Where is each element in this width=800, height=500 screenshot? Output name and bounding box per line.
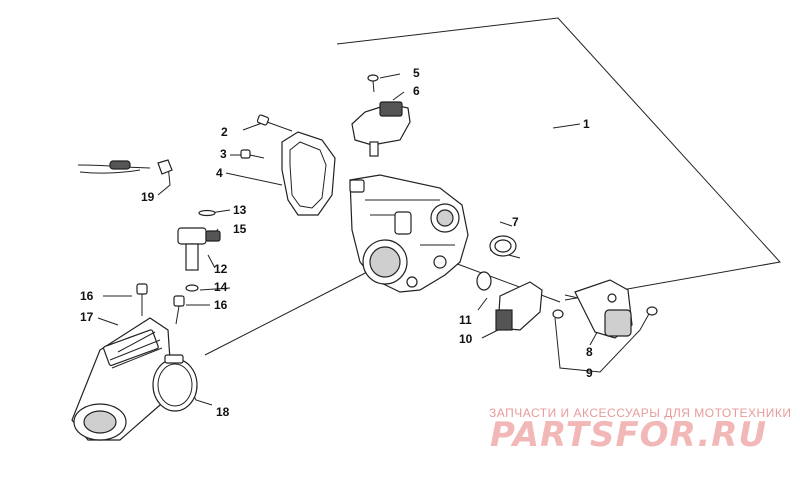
throttle-position-sensor (495, 281, 543, 331)
gasket (281, 131, 336, 216)
callout-12: 12 (214, 262, 228, 276)
callout-14: 14 (214, 280, 228, 294)
fuel-injector (177, 209, 221, 292)
callout-13: 13 (233, 203, 247, 217)
assembly-bracket (336, 17, 781, 301)
callout-18: 18 (216, 405, 230, 419)
callout-16-left: 16 (80, 289, 94, 303)
callout-5: 5 (413, 66, 420, 80)
callout-11: 11 (459, 313, 472, 327)
callout-2: 2 (221, 125, 228, 139)
screw-5 (367, 74, 379, 93)
bolt-16b (173, 295, 185, 325)
screw-9a (552, 309, 564, 319)
sensor-cable (77, 159, 173, 175)
watermark-tagline: ЗАПЧАСТИ И АКСЕССУАРЫ ДЛЯ МОТОТЕХНИКИ (489, 406, 791, 420)
screw-3 (240, 149, 265, 159)
callout-17: 17 (80, 310, 94, 324)
screw-9b (646, 306, 658, 316)
callout-8: 8 (586, 345, 593, 359)
watermark: ЗАПЧАСТИ И АКСЕССУАРЫ ДЛЯ МОТОТЕХНИКИ PA… (489, 406, 791, 455)
callout-19: 19 (141, 190, 155, 204)
callout-3: 3 (220, 147, 227, 161)
intake-boot (71, 317, 171, 441)
idle-air-control (564, 279, 633, 339)
callout-9: 9 (586, 366, 593, 380)
screw-2 (256, 114, 293, 132)
hose-clamp (152, 354, 198, 412)
bolt-16a (136, 283, 148, 316)
callout-1: 1 (583, 117, 590, 131)
callout-7: 7 (512, 215, 519, 229)
callout-6: 6 (413, 84, 420, 98)
map-sensor (351, 101, 411, 157)
callouts: 1 2 3 4 5 6 7 8 9 10 11 12 13 14 15 16 1… (80, 66, 593, 419)
callout-15: 15 (233, 222, 247, 236)
watermark-brand: PARTSFOR.RU (490, 415, 767, 455)
callout-4: 4 (216, 166, 223, 180)
o-ring-7 (489, 235, 517, 257)
callout-10: 10 (459, 332, 473, 346)
o-ring-11 (476, 271, 492, 291)
throttle-body (349, 174, 469, 293)
callout-16-right: 16 (214, 298, 228, 312)
